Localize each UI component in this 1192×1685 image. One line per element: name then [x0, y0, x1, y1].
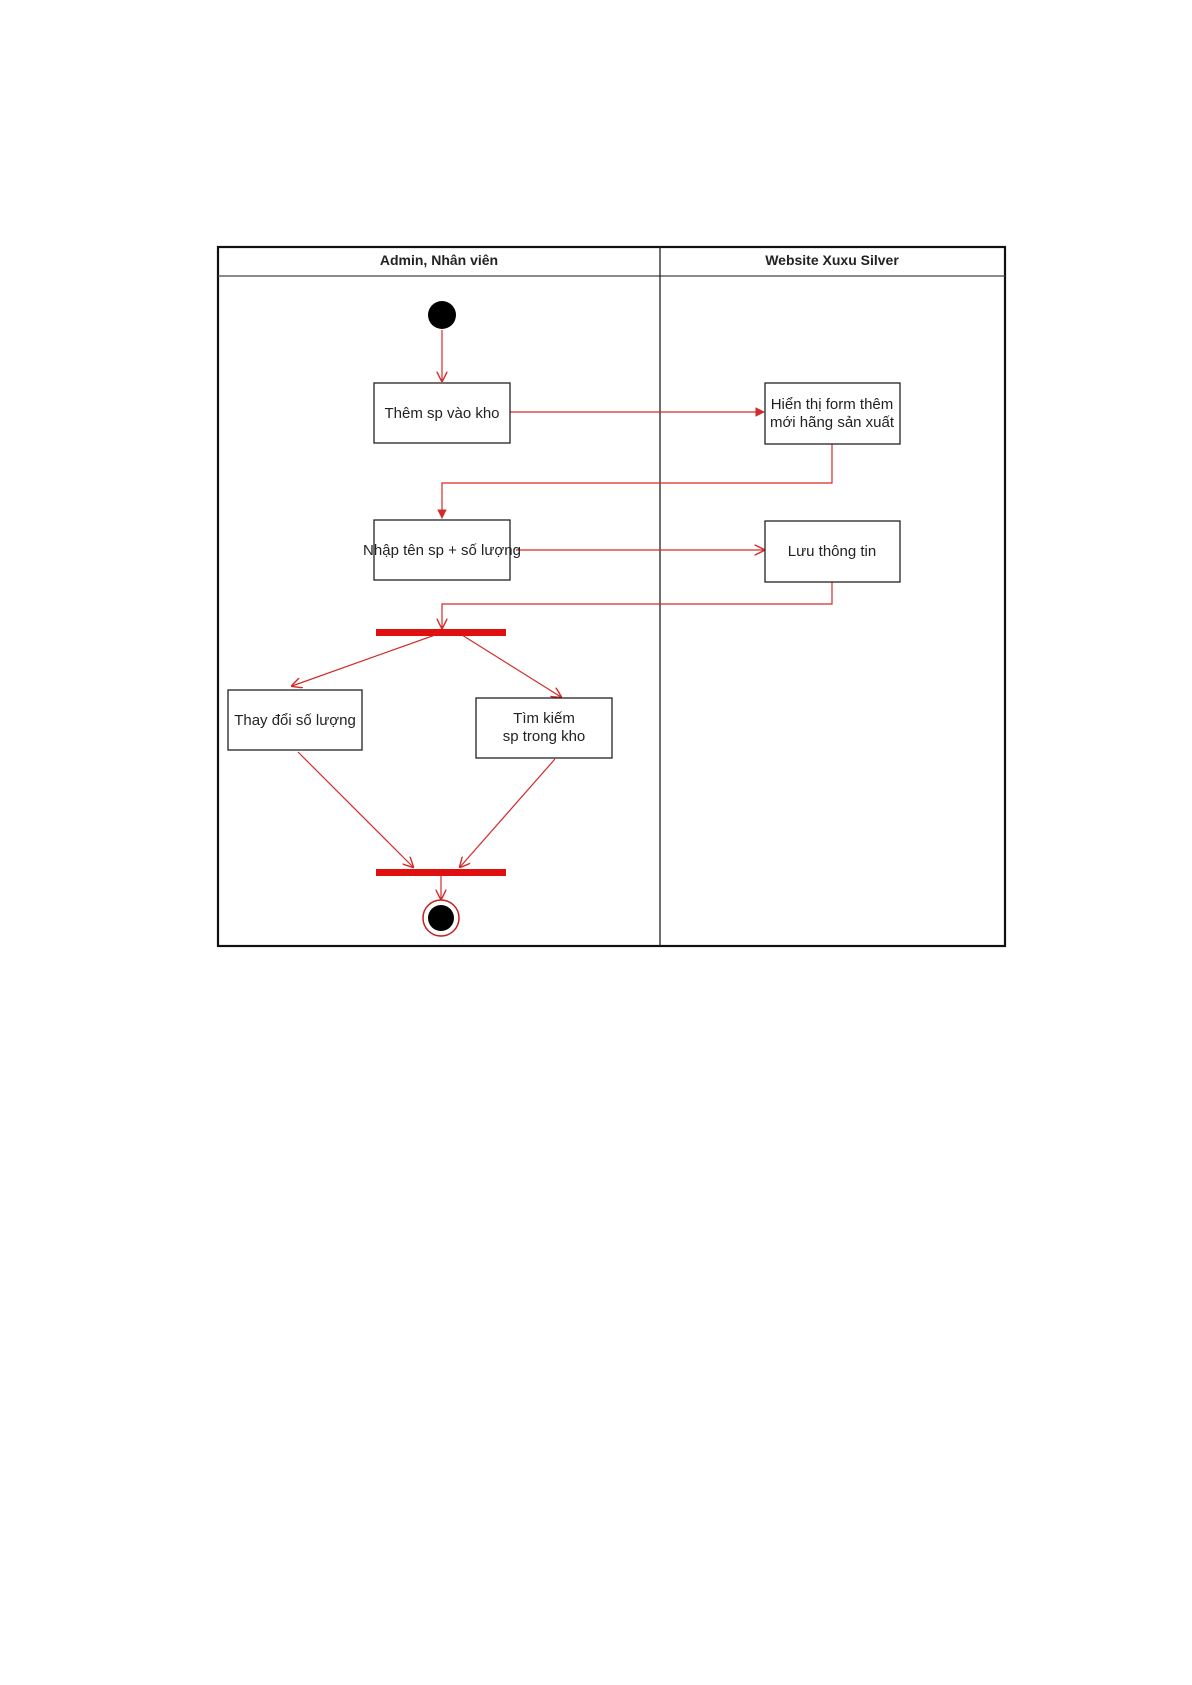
flow-form-to-enter [437, 444, 833, 519]
activity-show-form: Hiển thị form thêm mới hãng sản xuất [764, 382, 901, 445]
activity-change-qty: Thay đổi số lượng [227, 689, 363, 751]
start-node [428, 301, 456, 329]
activity-enter-name-qty: Nhập tên sp + số lượng [363, 519, 521, 581]
activity-label: Thay đổi số lượng [234, 712, 356, 729]
activity-label: Thêm sp vào kho [384, 405, 499, 422]
activity-label: Nhập tên sp + số lượng [363, 542, 521, 559]
flow-search-to-join [460, 758, 556, 867]
flow-save-to-fork [442, 582, 833, 628]
swimlane-frame [216, 245, 1007, 948]
flow-fork-to-change [292, 634, 436, 686]
activity-save-info: Lưu thông tin [764, 520, 901, 583]
fork-bar [376, 629, 506, 636]
lane-title-admin: Admin, Nhân viên [380, 252, 498, 268]
activity-label: Lưu thông tin [788, 543, 876, 560]
activity-label: mới hãng sản xuất [770, 414, 895, 431]
flow-fork-to-search [461, 634, 561, 697]
activity-label: Hiển thị form thêm [771, 396, 894, 413]
activity-add-to-stock: Thêm sp vào kho [373, 382, 511, 444]
activity-label: Tìm kiếm [513, 710, 575, 727]
join-bar [376, 869, 506, 876]
lane-title-website: Website Xuxu Silver [765, 252, 899, 268]
flow-change-to-join [297, 751, 413, 867]
end-node [422, 899, 460, 937]
activity-label: sp trong kho [503, 728, 586, 745]
activity-search: Tìm kiếm sp trong kho [475, 697, 613, 759]
